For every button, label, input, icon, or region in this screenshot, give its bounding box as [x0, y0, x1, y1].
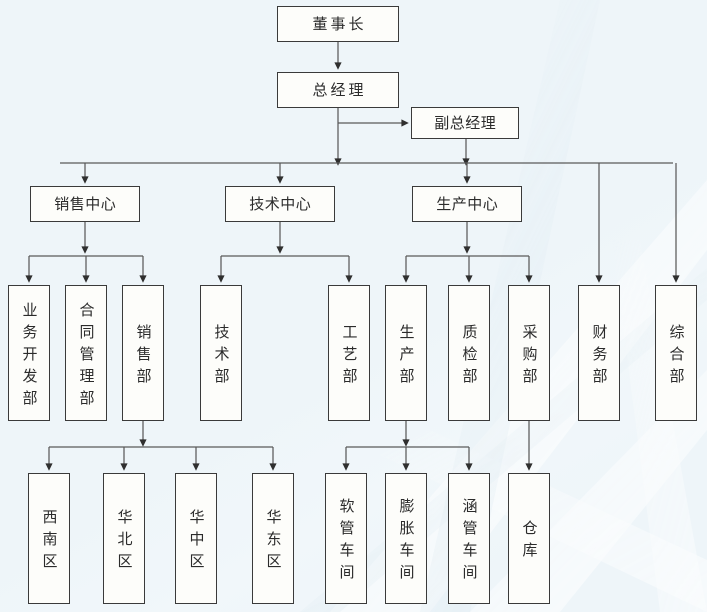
- node-label: 采购部: [520, 323, 539, 390]
- node-label: 财务部: [590, 323, 609, 390]
- node-label: 西南区: [40, 509, 59, 575]
- node-label: 质检部: [460, 323, 479, 390]
- node-label: 业务开发部: [20, 301, 39, 412]
- node-technology-center[interactable]: 技术中心: [225, 186, 335, 222]
- node-label: 膨胀车间: [397, 498, 416, 586]
- node-contract-management-dept[interactable]: 合同管理部: [65, 285, 107, 421]
- node-production-dept[interactable]: 生产部: [385, 285, 427, 421]
- node-label: 工艺部: [340, 323, 359, 390]
- node-label: 销售部: [134, 323, 153, 390]
- node-technology-dept[interactable]: 技术部: [200, 285, 242, 421]
- node-region-east-china[interactable]: 华东区: [252, 473, 294, 604]
- node-process-dept[interactable]: 工艺部: [328, 285, 370, 421]
- node-label: 华中区: [187, 509, 206, 575]
- node-general-affairs-dept[interactable]: 综合部: [655, 285, 697, 421]
- node-label: 技术部: [212, 323, 231, 390]
- node-label: 仓库: [520, 520, 539, 564]
- node-chairman[interactable]: 董事长: [277, 6, 399, 42]
- node-label: 生产部: [397, 323, 416, 390]
- node-hose-workshop[interactable]: 软管车间: [325, 473, 367, 604]
- node-purchasing-dept[interactable]: 采购部: [508, 285, 550, 421]
- node-expansion-workshop[interactable]: 膨胀车间: [385, 473, 427, 604]
- node-label: 董事长: [312, 14, 367, 33]
- node-region-north-china[interactable]: 华北区: [103, 473, 145, 604]
- node-label: 综合部: [667, 323, 686, 390]
- node-label: 华东区: [264, 509, 283, 575]
- node-label: 技术中心: [249, 194, 312, 213]
- node-region-southwest[interactable]: 西南区: [28, 473, 70, 604]
- node-business-development-dept[interactable]: 业务开发部: [8, 285, 50, 421]
- node-sales-center[interactable]: 销售中心: [30, 186, 140, 222]
- node-label: 总经理: [312, 80, 367, 99]
- node-sales-dept[interactable]: 销售部: [122, 285, 164, 421]
- node-production-center[interactable]: 生产中心: [412, 186, 522, 222]
- node-label: 副总经理: [434, 113, 497, 132]
- node-warehouse[interactable]: 仓库: [508, 473, 550, 604]
- node-general-manager[interactable]: 总经理: [277, 72, 399, 108]
- node-finance-dept[interactable]: 财务部: [578, 285, 620, 421]
- node-label: 软管车间: [337, 498, 356, 586]
- node-label: 生产中心: [436, 194, 499, 213]
- node-label: 华北区: [115, 509, 134, 575]
- node-quality-inspection-dept[interactable]: 质检部: [448, 285, 490, 421]
- node-label: 涵管车间: [460, 498, 479, 586]
- node-deputy-general-manager[interactable]: 副总经理: [411, 107, 519, 139]
- node-label: 销售中心: [54, 194, 117, 213]
- node-label: 合同管理部: [77, 301, 96, 412]
- node-culvert-workshop[interactable]: 涵管车间: [448, 473, 490, 604]
- node-region-central-china[interactable]: 华中区: [175, 473, 217, 604]
